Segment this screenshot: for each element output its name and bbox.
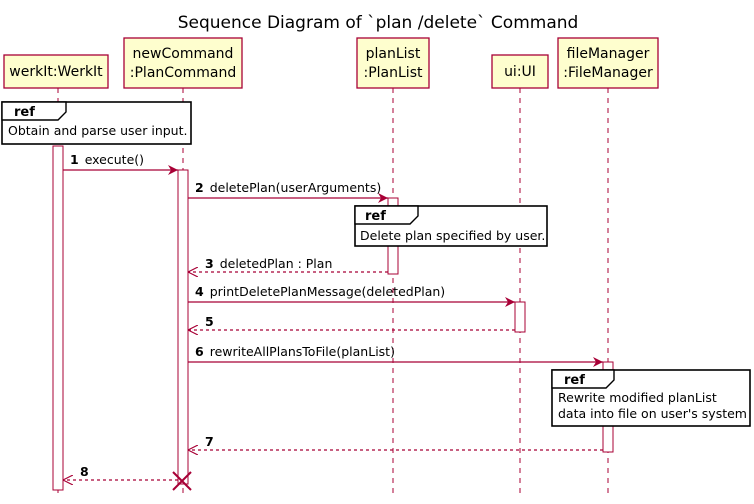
participant-werkit-label: werkIt:WerkIt — [9, 64, 103, 80]
message-1: 1 execute() — [63, 152, 178, 175]
diagram-title: Sequence Diagram of `plan /delete` Comma… — [178, 13, 579, 33]
message-2-label: deletePlan(userArguments) — [210, 180, 382, 195]
message-1-label: execute() — [85, 152, 144, 167]
message-4: 4 printDeletePlanMessage(deletedPlan) — [188, 284, 515, 307]
message-6: 6 rewriteAllPlansToFile(planList) — [188, 344, 603, 367]
message-7-number: 7 — [205, 434, 214, 449]
participant-newcommand-label-1: newCommand — [133, 46, 234, 62]
message-6-label: rewriteAllPlansToFile(planList) — [210, 344, 395, 359]
message-6-number: 6 — [195, 344, 204, 359]
message-5: 5 — [188, 314, 515, 330]
participant-planlist: planList :PlanList — [356, 37, 430, 89]
message-1-number: 1 — [70, 152, 79, 167]
destroy-x-icon — [172, 471, 192, 491]
message-5-number: 5 — [205, 314, 214, 329]
participant-werkit: werkIt:WerkIt — [3, 54, 109, 89]
participant-ui-label: ui:UI — [504, 64, 536, 80]
participant-filemanager-label-2: :FileManager — [563, 65, 653, 81]
message-7: 7 — [188, 434, 603, 450]
activation-newcommand — [177, 169, 189, 485]
message-3-number: 3 — [205, 256, 214, 271]
message-8-number: 8 — [80, 464, 89, 479]
svg-text:7: 7 — [205, 434, 214, 449]
activation-ui — [514, 301, 526, 333]
ref-frame-3-text-1: Rewrite modified planList — [558, 390, 717, 405]
message-2: 2 deletePlan(userArguments) — [188, 180, 388, 203]
ref-frame-1-text: Obtain and parse user input. — [8, 123, 187, 138]
participant-newcommand-label-2: :PlanCommand — [130, 65, 236, 81]
svg-text:8: 8 — [80, 464, 89, 479]
message-4-label: printDeletePlanMessage(deletedPlan) — [210, 284, 445, 299]
participant-filemanager: fileManager :FileManager — [557, 37, 659, 89]
ref-frame-2-text: Delete plan specified by user. — [360, 228, 545, 243]
message-4-number: 4 — [195, 284, 204, 299]
activation-werkit — [52, 145, 64, 491]
svg-text:5: 5 — [205, 314, 214, 329]
message-8: 8 — [63, 464, 178, 480]
participant-newcommand: newCommand :PlanCommand — [123, 37, 243, 89]
participant-planlist-label-2: :PlanList — [364, 65, 423, 81]
participant-ui: ui:UI — [491, 54, 549, 89]
ref-frame-2: ref Delete plan specified by user. — [354, 205, 548, 247]
ref-frame-1: ref Obtain and parse user input. — [1, 101, 192, 145]
ref-frame-3: ref Rewrite modified planList data into … — [551, 369, 751, 427]
ref-frame-3-text-2: data into file on user's system — [558, 406, 747, 421]
ref-frame-2-label: ref — [365, 209, 386, 224]
ref-frame-3-label: ref — [564, 373, 585, 388]
participant-filemanager-label-1: fileManager — [567, 46, 650, 62]
ref-frame-1-label: ref — [14, 105, 35, 120]
message-2-number: 2 — [195, 180, 204, 195]
participant-planlist-label-1: planList — [366, 46, 421, 62]
message-3-label: deletedPlan : Plan — [220, 256, 333, 271]
message-3: 3 deletedPlan : Plan — [188, 256, 388, 272]
